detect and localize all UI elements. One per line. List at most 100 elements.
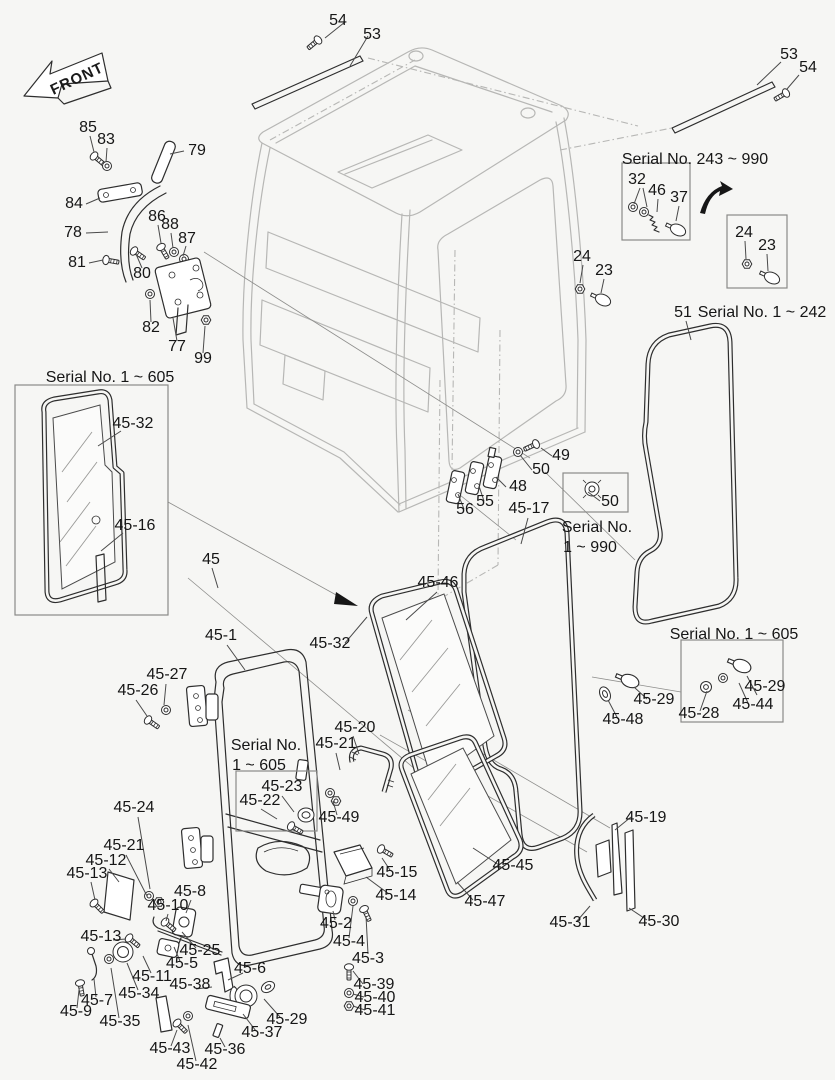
- part-label-45-3: 45-3: [352, 950, 384, 967]
- washer-32b: [639, 207, 649, 217]
- windshield-strip-top: [251, 33, 364, 110]
- serial-box-24-23: [726, 214, 788, 289]
- latch-bar-45-37: [204, 994, 252, 1020]
- plate-45-12: [103, 871, 135, 921]
- part-label-45-39: 45-39: [354, 976, 395, 993]
- bolt-45-15: [375, 842, 396, 860]
- trim-strips: [574, 812, 636, 912]
- part-label-37: 37: [670, 189, 688, 206]
- knob-23-box: [757, 267, 783, 287]
- part-label-99: 99: [194, 350, 212, 367]
- part-labels-layer: 5453858379847886888781808277995354Serial…: [46, 12, 827, 1073]
- part-label-45-24: 45-24: [114, 799, 155, 816]
- assembly-arrowhead: [334, 592, 358, 606]
- part-label-45-26: 45-26: [118, 682, 159, 699]
- part-label-45-17: 45-17: [509, 500, 550, 517]
- strip-45-30: [624, 829, 636, 912]
- nut-45-41: [343, 1001, 355, 1011]
- part-label-53-top: 53: [363, 26, 381, 43]
- seal-strip-45-32-left: [95, 553, 107, 603]
- washer-83: [102, 161, 112, 171]
- part-label-45-27: 45-27: [147, 666, 188, 683]
- nut-24-box: [741, 259, 753, 269]
- nut-45-49: [330, 796, 342, 806]
- nut-24-mid: [574, 284, 586, 294]
- part-label-82: 82: [142, 319, 160, 336]
- part-label-45-13-b: 45-13: [81, 928, 122, 945]
- part-label-45-8: 45-8: [174, 883, 206, 900]
- part-label-88: 88: [161, 216, 179, 233]
- washer-50-mid: [513, 447, 523, 457]
- part-label-45: 45: [202, 551, 220, 568]
- bolt-54-top: [304, 33, 324, 53]
- latch-45-2: [317, 884, 344, 915]
- part-label-53-right: 53: [780, 46, 798, 63]
- screw-45-22: [285, 819, 306, 837]
- part-label-23-mid: 23: [595, 262, 613, 279]
- part-label-45-48: 45-48: [603, 711, 644, 728]
- part-label-87: 87: [178, 230, 196, 247]
- washer-45-49: [325, 788, 335, 798]
- washer-45-42: [183, 1011, 193, 1021]
- part-label-45-1: 45-1: [205, 627, 237, 644]
- strip-45-31: [574, 812, 598, 902]
- part-label-45-15: 45-15: [377, 864, 418, 881]
- spring-46: [648, 214, 660, 233]
- hinge-upper: [185, 684, 219, 728]
- bolt-45-13-a: [87, 896, 107, 916]
- door-seal-45-17: [461, 517, 583, 851]
- knob-45-29-a: [613, 669, 642, 691]
- part-label-45-5: 45-5: [166, 955, 198, 972]
- washer-32a: [628, 202, 638, 212]
- bracket-48: [482, 446, 503, 490]
- part-label-45-38: 45-38: [170, 976, 211, 993]
- part-label-serial-1-605-mid-a: Serial No.: [231, 737, 301, 754]
- part-label-45-42: 45-42: [177, 1056, 218, 1073]
- part-label-45-47: 45-47: [465, 893, 506, 910]
- part-label-45-4: 45-4: [333, 933, 365, 950]
- glass-45-16: [52, 404, 116, 590]
- door-frame-45-1: [142, 648, 334, 967]
- replacement-arrow: [700, 181, 733, 214]
- washer-45-48: [599, 686, 611, 702]
- part-label-84: 84: [65, 195, 83, 212]
- part-label-77: 77: [168, 338, 186, 355]
- bolt-45-26: [142, 713, 162, 732]
- nut-99: [200, 315, 212, 325]
- latch-45-8: [171, 906, 197, 952]
- part-label-45-35: 45-35: [100, 1013, 141, 1030]
- lower-window-45-47: [398, 734, 524, 899]
- part-label-45-29-b: 45-29: [745, 678, 786, 695]
- windshield-strip-right: [671, 81, 792, 134]
- part-label-45-13-a: 45-13: [67, 865, 108, 882]
- serial-box-left-window: [14, 384, 169, 616]
- door-stay-assembly: [88, 140, 212, 336]
- part-label-24-mid: 24: [573, 248, 591, 265]
- lever-78: [120, 185, 167, 283]
- part-label-45-28: 45-28: [679, 705, 720, 722]
- part-label-45-49: 45-49: [319, 809, 360, 826]
- door-edge-hardware: [317, 842, 396, 1011]
- part-label-serial-1-990-b: 1 ~ 990: [563, 539, 617, 556]
- part-label-45-36: 45-36: [205, 1041, 246, 1058]
- door-seal-51: [632, 322, 739, 625]
- part-label-45-10: 45-10: [148, 897, 189, 914]
- washer-45-29-key: [260, 980, 276, 994]
- part-label-45-23: 45-23: [262, 778, 303, 795]
- part-label-23-box: 23: [758, 237, 776, 254]
- part-label-45-22: 45-22: [240, 792, 281, 809]
- wedge-45-14: [333, 844, 373, 885]
- part-label-45-6: 45-6: [234, 960, 266, 977]
- part-label-serial-243-990: Serial No. 243 ~ 990: [622, 151, 768, 168]
- part-label-24-box: 24: [735, 224, 753, 241]
- serial-box-mid-1-605: [235, 770, 318, 837]
- part-label-45-19: 45-19: [626, 809, 667, 826]
- part-label-45-40: 45-40: [355, 989, 396, 1006]
- part-label-45-16: 45-16: [115, 517, 156, 534]
- part-label-54-top: 54: [329, 12, 347, 29]
- part-label-serial-1-605-left: Serial No. 1 ~ 605: [46, 369, 175, 386]
- part-label-45-14: 45-14: [376, 887, 417, 904]
- part-label-78: 78: [64, 224, 82, 241]
- part-label-serial-1-605-mid-b: 1 ~ 605: [232, 757, 286, 774]
- part-label-45-25: 45-25: [180, 942, 221, 959]
